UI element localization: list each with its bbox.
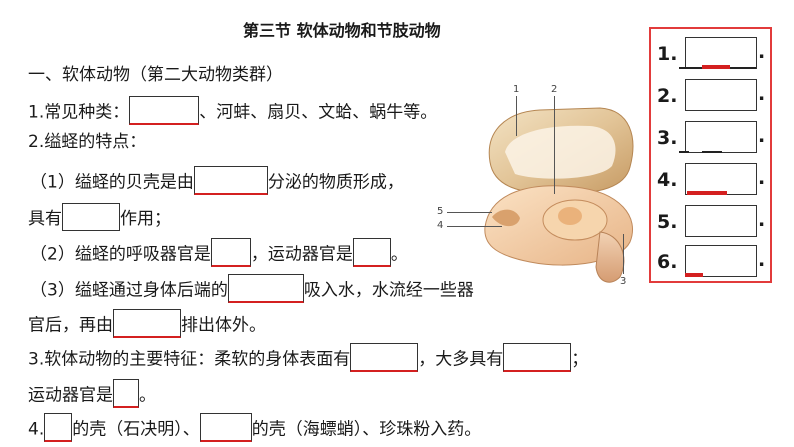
answer-box[interactable]: [350, 343, 419, 372]
figure-label-5: 5: [437, 206, 444, 217]
question-3-cont: 运动器官是。: [28, 379, 156, 410]
answer-box-6[interactable]: [685, 245, 757, 277]
answer-box[interactable]: [503, 343, 572, 372]
question-3: 3.软体动物的主要特征：柔软的身体表面有，大多具有；: [28, 343, 588, 374]
answer-box[interactable]: [113, 379, 139, 408]
figure-label-3: 3: [620, 276, 627, 287]
answer-box-3[interactable]: [685, 121, 757, 153]
section-heading: 一、软体动物（第二大动物类群）: [28, 65, 283, 85]
answer-box[interactable]: [62, 203, 120, 231]
answer-box[interactable]: [352, 238, 391, 267]
clam-icon: [484, 107, 634, 283]
question-2-3: （3）缢蛏通过身体后端的吸入水，水流经一些器: [30, 274, 474, 305]
answer-box[interactable]: [227, 274, 304, 303]
answer-box[interactable]: [129, 96, 200, 125]
answer-box-5[interactable]: [685, 205, 757, 237]
question-2-1: （1）缢蛏的贝壳是由分泌的物质形成，: [30, 166, 404, 197]
figure-label-2: 2: [551, 84, 558, 95]
figure-label-4: 4: [437, 220, 444, 231]
answer-box-2[interactable]: [685, 79, 757, 111]
answer-box[interactable]: [193, 166, 268, 195]
answer-box[interactable]: [199, 413, 252, 442]
question-2-1-cont: 具有作用；: [28, 203, 171, 233]
figure-label-1: 1: [513, 84, 520, 95]
page-title: 第三节 软体动物和节肢动物: [243, 21, 441, 40]
answer-box[interactable]: [113, 309, 181, 338]
question-2-3-cont: 官后，再由排出体外。: [28, 309, 266, 340]
clam-illustration: [480, 92, 650, 292]
answer-box[interactable]: [210, 238, 251, 267]
answer-panel: 1. . 2. . 3. . 4. . 5. . 6. .: [649, 27, 772, 283]
question-2-2: （2）缢蛏的呼吸器官是，运动器官是。: [30, 238, 408, 269]
question-2: 2.缢蛏的特点：: [28, 132, 147, 152]
question-1: 1.常见种类：、河蚌、扇贝、文蛤、蜗牛等。: [28, 96, 437, 127]
question-4: 4.的壳（石决明）、的壳（海螵蛸）、珍珠粉入药。: [28, 413, 481, 444]
answer-box[interactable]: [44, 413, 73, 442]
